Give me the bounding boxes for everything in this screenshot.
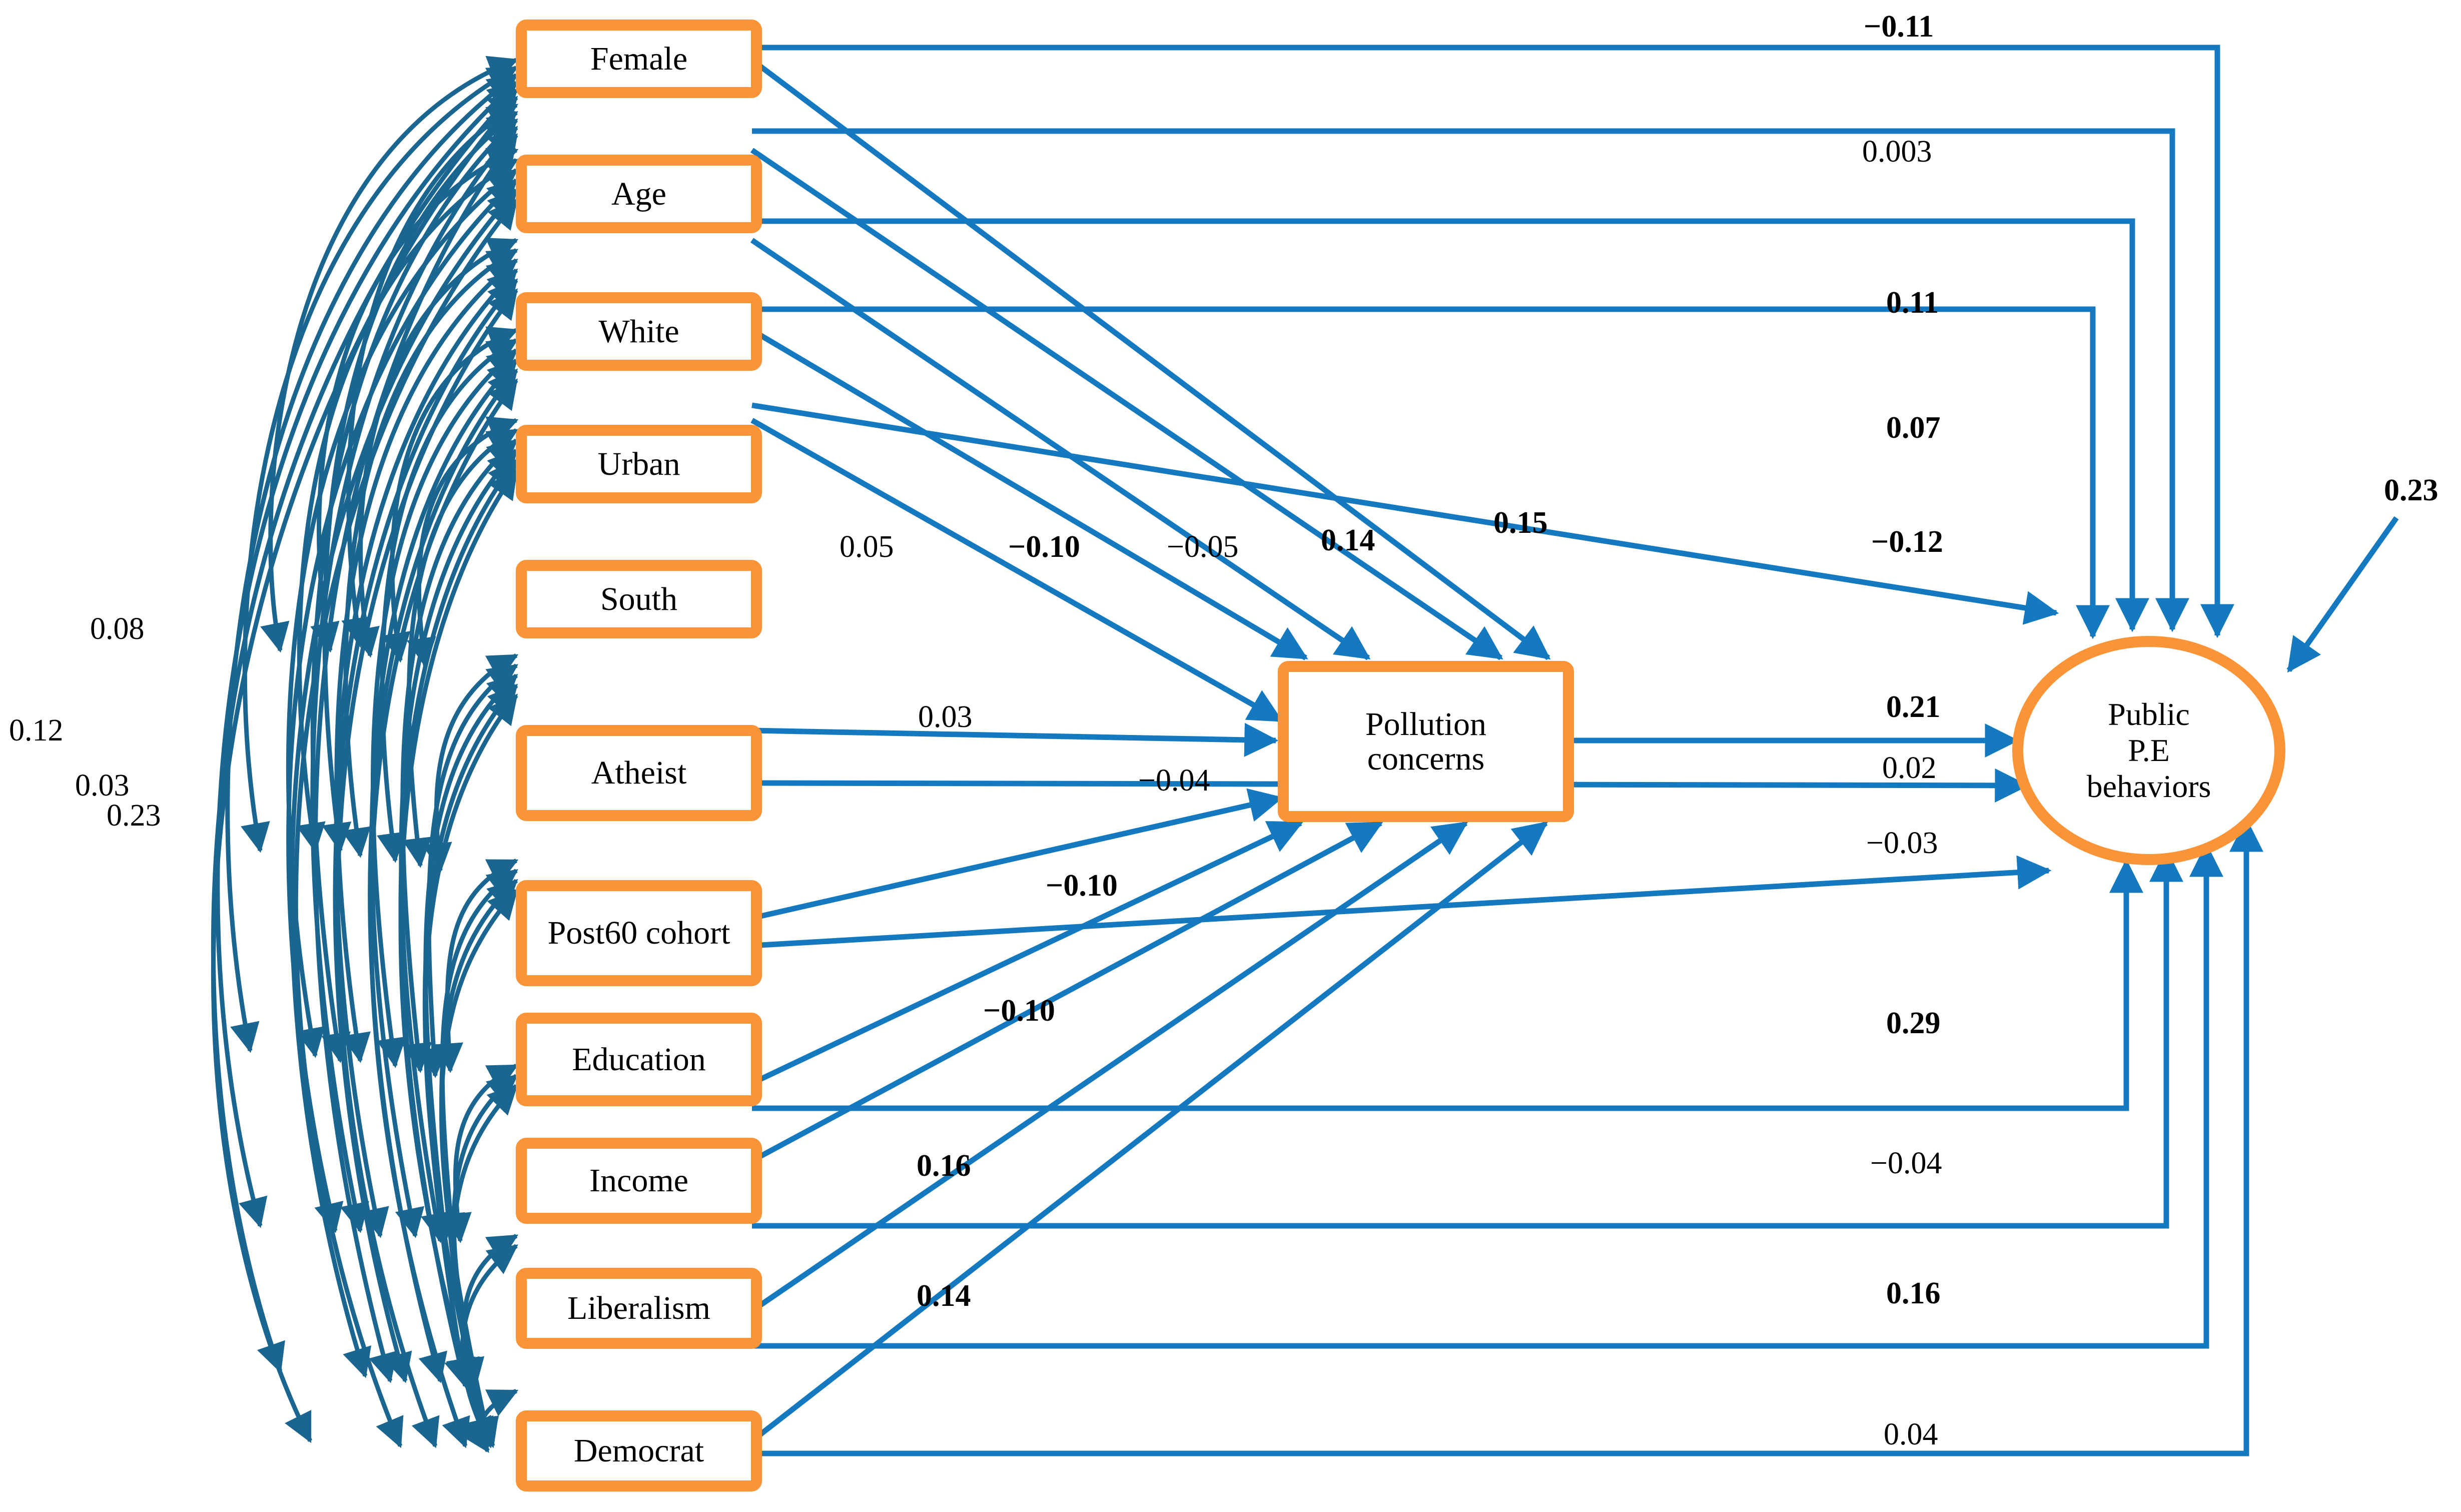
coef-liberalism-pollution: 0.16 — [917, 1149, 971, 1183]
coef-atheist-behaviors: 0.02 — [1882, 751, 1937, 785]
cov-label-0-12: 0.12 — [9, 713, 64, 747]
node-pollution-concerns — [1278, 661, 1574, 822]
path-age-pollution — [750, 148, 1503, 660]
coef-urban-pollution: 0.05 — [840, 530, 894, 564]
coef-female-behaviors: −0.11 — [1864, 10, 1934, 44]
coef-age-behaviors: 0.003 — [1862, 135, 1932, 169]
coef-south-behaviors: −0.12 — [1871, 525, 1943, 559]
path-female-pollution — [750, 58, 1551, 660]
path-female-behaviors — [752, 45, 2235, 638]
coef-disturbance-behaviors: 0.23 — [2384, 473, 2438, 507]
path-democrat-pollution — [750, 821, 1548, 1443]
path-urban-behaviors — [752, 306, 2110, 639]
path-white-behaviors — [752, 218, 2150, 632]
path-education-pollution — [750, 821, 1303, 1086]
node-south — [516, 560, 762, 638]
node-female — [516, 20, 762, 98]
coef-pollution-behaviors: 0.21 — [1886, 690, 1941, 724]
covariance-arcs — [211, 56, 519, 1453]
path-income-behaviors — [752, 848, 2184, 1229]
path-south-pollution — [750, 418, 1283, 723]
path-education-behaviors — [752, 859, 2144, 1111]
observed-variable-boxes — [516, 20, 762, 1491]
coef-education-pollution: −0.10 — [1046, 869, 1118, 903]
coef-education-behaviors: 0.29 — [1886, 1006, 1941, 1040]
node-income — [516, 1138, 762, 1224]
node-democrat — [516, 1410, 762, 1491]
path-atheist-pollution — [751, 722, 1279, 757]
path-liberalism-behaviors — [752, 843, 2224, 1349]
coef-post60-behaviors: −0.03 — [1866, 826, 1938, 860]
coef-white-pollution: −0.05 — [1167, 530, 1239, 564]
disturbance-arrow — [2286, 516, 2399, 673]
path-liberalism-pollution — [750, 821, 1468, 1313]
path-income-pollution — [750, 821, 1383, 1163]
path-south-behaviors — [751, 402, 2059, 625]
coef-atheist-pollution: 0.03 — [918, 700, 973, 734]
cov-label-0-08: 0.08 — [90, 612, 145, 646]
coef-liberalism-behaviors: 0.16 — [1886, 1276, 1941, 1310]
coef-age-pollution: 0.14 — [1321, 523, 1375, 557]
path-post60-behaviors — [751, 855, 2052, 949]
node-public-pe-behaviors — [2012, 636, 2285, 865]
path-post60-pollution — [751, 788, 1284, 921]
coef-female-pollution: 0.15 — [1493, 506, 1548, 540]
node-liberalism — [516, 1268, 762, 1349]
coef-white-behaviors: 0.11 — [1886, 286, 1939, 320]
coef-income-behaviors: −0.04 — [1870, 1146, 1942, 1180]
path-urban-pollution — [750, 328, 1308, 660]
cov-label-0-03: 0.03 — [75, 769, 130, 803]
cov-label-0-23: 0.23 — [107, 799, 161, 833]
node-atheist — [516, 725, 762, 821]
coef-democrat-behaviors: 0.04 — [1884, 1417, 1938, 1451]
node-post60 — [516, 880, 762, 986]
path-democrat-behaviors — [752, 818, 2264, 1456]
node-white — [516, 292, 762, 371]
node-urban — [516, 425, 762, 503]
path-age-behaviors — [752, 128, 2190, 632]
node-age — [516, 155, 762, 233]
coef-income-pollution: −0.10 — [983, 994, 1055, 1028]
coef-urban-behaviors: 0.07 — [1886, 411, 1941, 445]
coef-south-pollution: −0.10 — [1008, 530, 1080, 564]
coef-post60-pollution: −0.04 — [1138, 764, 1210, 798]
coef-democrat-pollution: 0.14 — [917, 1279, 971, 1313]
node-education — [516, 1013, 762, 1106]
